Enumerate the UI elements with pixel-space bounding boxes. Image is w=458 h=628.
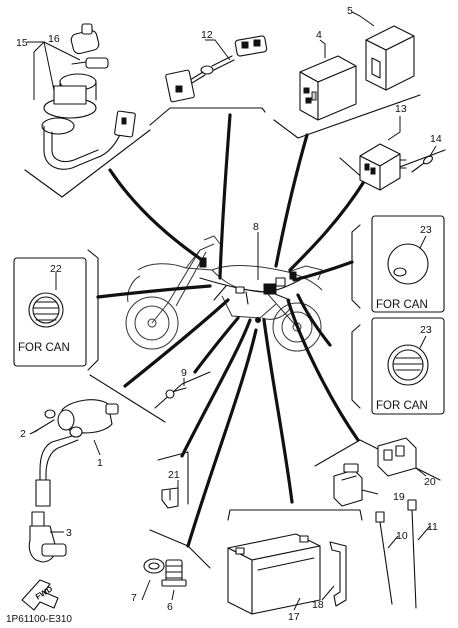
callout-16: 16 bbox=[48, 33, 60, 45]
callout-4: 4 bbox=[316, 29, 322, 41]
callout-3: 3 bbox=[66, 527, 72, 539]
callout-23-lower: 23 bbox=[420, 324, 432, 336]
relay-part-4 bbox=[299, 39, 357, 121]
plug-cap-part-3 bbox=[28, 511, 67, 563]
callout-20: 20 bbox=[424, 476, 436, 488]
panel-part-23-upper bbox=[371, 215, 445, 313]
callout-23-upper: 23 bbox=[420, 224, 432, 236]
for-can-label-22: FOR CAN bbox=[18, 342, 70, 354]
screw-part-2 bbox=[29, 409, 56, 435]
relay-part-13 bbox=[359, 116, 407, 191]
connector-part-19 bbox=[333, 463, 379, 507]
panel-part-23-lower bbox=[371, 317, 445, 415]
leader-curves bbox=[96, 113, 367, 548]
callout-8: 8 bbox=[253, 221, 259, 233]
bolt-part-9 bbox=[165, 378, 187, 399]
callout-12: 12 bbox=[201, 29, 213, 41]
callout-6: 6 bbox=[167, 601, 173, 613]
callout-numbers: 15 16 12 4 5 13 14 8 22 23 23 9 2 1 21 2… bbox=[16, 5, 442, 623]
callout-17: 17 bbox=[288, 611, 300, 623]
ignition-coil-part-1 bbox=[35, 399, 119, 507]
connector-part-20 bbox=[377, 437, 427, 477]
callout-15: 15 bbox=[16, 37, 28, 49]
cable-tie-part-10 bbox=[375, 511, 399, 605]
wire-harness bbox=[199, 232, 301, 323]
callout-14: 14 bbox=[430, 133, 442, 145]
for-can-label-23-lower: FOR CAN bbox=[376, 400, 428, 412]
cable-tie-part-11 bbox=[407, 499, 431, 609]
battery-part-17 bbox=[227, 533, 321, 615]
callout-10: 10 bbox=[396, 530, 408, 542]
panel-part-22 bbox=[13, 257, 87, 367]
diagram-code: 1P61100-E310 bbox=[6, 614, 72, 625]
callout-5: 5 bbox=[347, 5, 353, 17]
fitting-part-6 bbox=[161, 559, 187, 601]
callout-1: 1 bbox=[97, 457, 103, 469]
callout-11: 11 bbox=[427, 521, 438, 533]
callout-9: 9 bbox=[181, 367, 187, 379]
for-can-label-23-upper: FOR CAN bbox=[376, 299, 428, 311]
fwd-arrow-icon: FWD bbox=[21, 579, 59, 611]
grommet-part-7 bbox=[141, 558, 165, 601]
callout-7: 7 bbox=[131, 592, 137, 604]
screw-part-14 bbox=[411, 145, 437, 173]
callout-21: 21 bbox=[168, 469, 180, 481]
callout-19: 19 bbox=[393, 491, 405, 503]
clip-part-21 bbox=[161, 480, 179, 509]
cover-part-5 bbox=[351, 11, 415, 91]
callout-18: 18 bbox=[312, 599, 324, 611]
lead-part-12 bbox=[165, 35, 268, 103]
callout-2: 2 bbox=[20, 428, 26, 440]
callout-22: 22 bbox=[50, 263, 62, 275]
main-switch-assembly bbox=[27, 23, 136, 170]
band-part-18 bbox=[321, 541, 347, 607]
callout-13: 13 bbox=[395, 103, 407, 115]
